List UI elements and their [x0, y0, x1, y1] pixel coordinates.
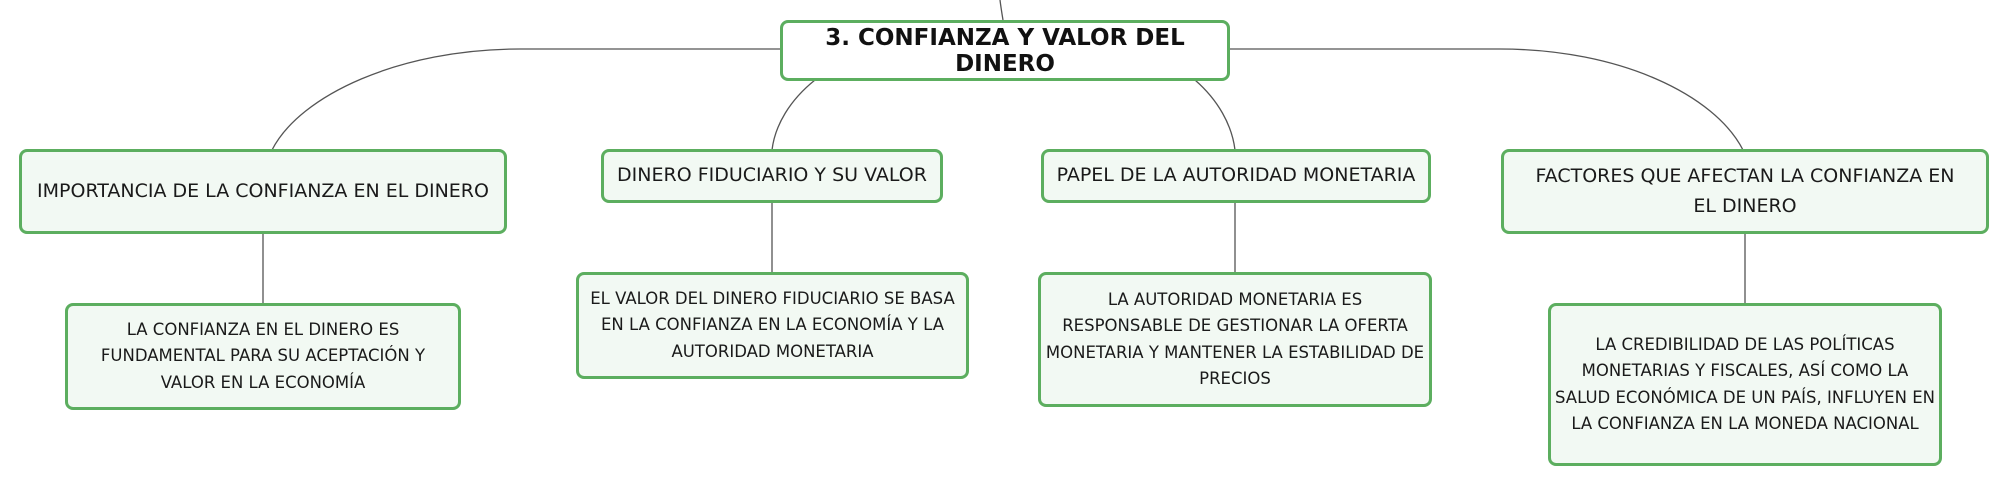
- connector-root-to-topic-4: [1228, 48, 1744, 151]
- topic-label: DINERO FIDUCIARIO Y SU VALOR: [617, 164, 927, 187]
- detail-label: EL VALOR DEL DINERO FIDUCIARIO SE BASA E…: [590, 288, 955, 361]
- detail-label: LA AUTORIDAD MONETARIA ES RESPONSABLE DE…: [1045, 289, 1425, 388]
- topic-node-importancia[interactable]: IMPORTANCIA DE LA CONFIANZA EN EL DINERO: [19, 149, 507, 234]
- topic-node-autoridad-monetaria[interactable]: PAPEL DE LA AUTORIDAD MONETARIA: [1041, 149, 1431, 203]
- connector-root-to-topic-1: [271, 48, 780, 151]
- root-topic-node[interactable]: 3. CONFIANZA Y VALOR DEL DINERO: [780, 20, 1230, 81]
- root-topic-label: 3. CONFIANZA Y VALOR DEL DINERO: [825, 24, 1185, 77]
- detail-label: LA CONFIANZA EN EL DINERO ES FUNDAMENTAL…: [100, 319, 426, 392]
- connector-root-to-topic-2: [771, 79, 816, 151]
- detail-label: LA CREDIBILIDAD DE LAS POLÍTICAS MONETAR…: [1555, 334, 1935, 433]
- topic-node-factores[interactable]: FACTORES QUE AFECTAN LA CONFIANZA EN EL …: [1501, 149, 1989, 234]
- detail-node-autoridad-monetaria[interactable]: LA AUTORIDAD MONETARIA ES RESPONSABLE DE…: [1038, 272, 1432, 407]
- detail-node-factores[interactable]: LA CREDIBILIDAD DE LAS POLÍTICAS MONETAR…: [1548, 303, 1942, 466]
- detail-node-dinero-fiduciario[interactable]: EL VALOR DEL DINERO FIDUCIARIO SE BASA E…: [576, 272, 969, 379]
- topic-label: PAPEL DE LA AUTORIDAD MONETARIA: [1056, 164, 1416, 187]
- connector-root-parent: [999, 0, 1004, 21]
- topic-node-dinero-fiduciario[interactable]: DINERO FIDUCIARIO Y SU VALOR: [601, 149, 943, 203]
- detail-node-importancia[interactable]: LA CONFIANZA EN EL DINERO ES FUNDAMENTAL…: [65, 303, 461, 410]
- topic-label: FACTORES QUE AFECTAN LA CONFIANZA EN EL …: [1535, 165, 1955, 217]
- connector-root-to-topic-3: [1194, 79, 1236, 151]
- topic-label: IMPORTANCIA DE LA CONFIANZA EN EL DINERO: [37, 179, 489, 202]
